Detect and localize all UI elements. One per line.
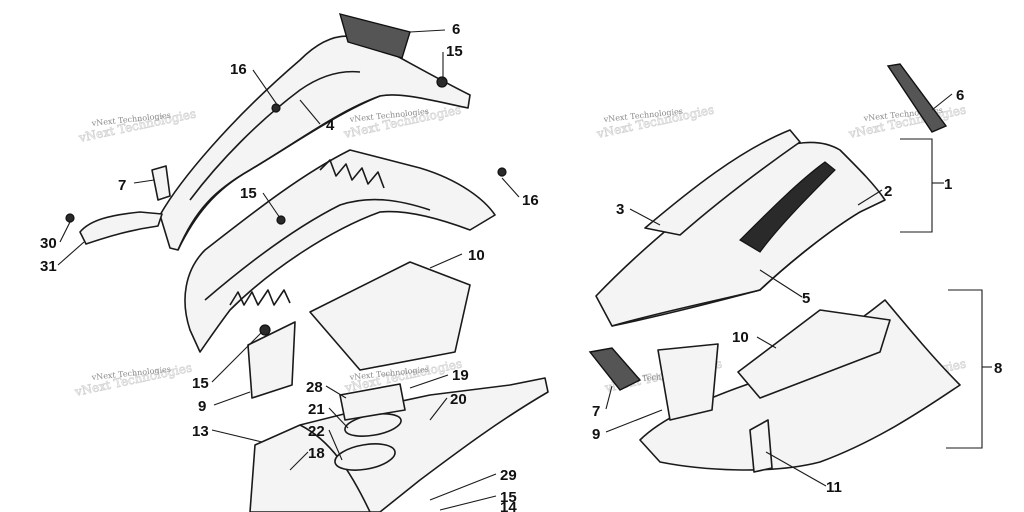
hood-right-edge <box>611 211 861 327</box>
nose-lower-teeth <box>229 289 291 306</box>
nose-front-panel <box>184 149 496 353</box>
callout-15: 15 <box>446 43 463 60</box>
callout-5: 5 <box>802 290 810 307</box>
callout-3: 3 <box>616 201 624 218</box>
callouts: 6 15 16 4 7 15 16 30 31 10 15 9 28 19 21… <box>40 21 1002 512</box>
fastener-15b-icon <box>276 215 286 225</box>
vent-grille-right <box>886 63 948 133</box>
panel-3 <box>644 129 801 236</box>
side-trim-7 <box>151 165 171 201</box>
watermark-ghost: vNext Technologies <box>73 360 193 399</box>
callout-1: 1 <box>944 176 952 193</box>
hood-upper-edge <box>177 95 381 251</box>
callout-19: 19 <box>452 367 469 384</box>
panel-10-left <box>309 261 471 371</box>
plate-28 <box>339 383 406 421</box>
panel-9-right <box>657 343 719 421</box>
callout-2: 2 <box>884 183 892 200</box>
callout-4: 4 <box>326 117 335 134</box>
callout-14: 14 <box>500 499 517 512</box>
nose-front-inner <box>204 198 431 301</box>
callout-13: 13 <box>192 423 209 440</box>
callout-7: 7 <box>118 177 126 194</box>
panel-10-right <box>737 309 891 399</box>
callout-22: 22 <box>308 423 325 440</box>
callout-16: 16 <box>230 61 247 78</box>
callout-30: 30 <box>40 235 57 252</box>
callout-6: 6 <box>956 87 964 104</box>
callout-11: 11 <box>826 479 842 496</box>
bracket-31 <box>79 211 163 245</box>
nose-louvres <box>319 159 385 189</box>
callout-10: 10 <box>732 329 749 346</box>
callout-15: 15 <box>240 185 257 202</box>
callout-28: 28 <box>306 379 323 396</box>
vent-grille-7-right <box>588 347 642 391</box>
callout-6: 6 <box>452 21 460 38</box>
leader-lines <box>57 29 992 511</box>
callout-8: 8 <box>994 360 1002 377</box>
callout-15: 15 <box>500 489 517 506</box>
vent-11 <box>749 419 773 473</box>
hood-upper-crease <box>189 70 361 201</box>
fastener-16b-icon <box>497 167 507 177</box>
callout-20: 20 <box>450 391 467 408</box>
callout-15: 15 <box>192 375 209 392</box>
callout-21: 21 <box>308 401 325 418</box>
callout-7: 7 <box>592 403 600 420</box>
fastener-16a-icon <box>271 103 281 113</box>
grommet-22 <box>334 443 396 471</box>
callout-31: 31 <box>40 258 57 275</box>
group-bracket-8 <box>946 289 983 449</box>
callout-16: 16 <box>522 192 539 209</box>
callout-18: 18 <box>308 445 325 462</box>
fastener-30-icon <box>65 213 75 223</box>
panel-9-left <box>247 321 296 399</box>
fastener-15a-icon <box>436 76 448 88</box>
callout-9: 9 <box>198 398 206 415</box>
left-assembly <box>65 13 549 512</box>
fastener-15c-icon <box>259 324 271 336</box>
stripe-decal-5 <box>739 161 836 253</box>
callout-9: 9 <box>592 426 600 443</box>
group-bracket-1 <box>900 138 933 233</box>
right-assembly <box>588 63 961 473</box>
grommet-21 <box>344 413 402 437</box>
callout-10: 10 <box>468 247 485 264</box>
callout-29: 29 <box>500 467 517 484</box>
belly-pan <box>249 377 549 512</box>
vent-grille-left <box>338 13 411 59</box>
